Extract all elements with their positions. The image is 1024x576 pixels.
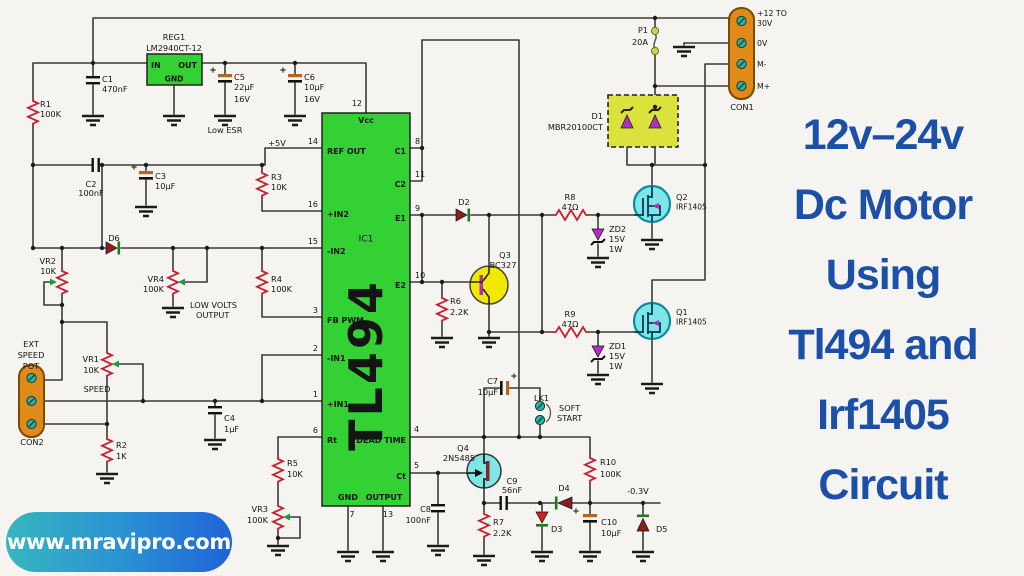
resistor-r9 (551, 326, 589, 338)
watermark-text: www.mravipro.com (7, 530, 231, 554)
mosfet-q2 (632, 184, 672, 224)
capacitor-c7 (500, 372, 518, 395)
transistor-q3 (469, 265, 509, 305)
capacitor-c10 (572, 507, 597, 523)
resistor-vr3 (272, 502, 284, 532)
title-line-1: 12v–24v (802, 111, 964, 159)
zener-zd2 (590, 228, 606, 246)
capacitors (86, 66, 597, 523)
capacitor-c4 (208, 406, 222, 415)
resistors (27, 97, 596, 540)
resistor-vr1 (101, 349, 113, 379)
mosfet-q1 (632, 301, 672, 341)
capacitor-c1 (86, 76, 100, 85)
zener-zd1 (590, 345, 606, 363)
title-line-3: Using (825, 251, 941, 299)
pot-wiper-arrows (50, 278, 290, 521)
capacitor-c3 (130, 163, 153, 180)
resistor-vr2 (56, 267, 68, 297)
resistor-r1 (27, 97, 39, 127)
watermark-link[interactable]: www.mravipro.com (6, 512, 232, 572)
capacitor-c6 (279, 66, 302, 83)
resistor-r7 (478, 510, 490, 540)
title-line-4: Tl494 and (788, 321, 978, 369)
diode-d6 (105, 241, 121, 255)
connector-con1 (728, 7, 755, 100)
diode-d3 (535, 511, 549, 527)
capacitor-c8 (431, 504, 445, 513)
resistor-r6 (436, 294, 448, 324)
resistor-r2 (101, 435, 113, 465)
resistor-r10 (584, 454, 596, 484)
connector-con2 (18, 364, 45, 438)
diodes (105, 208, 650, 532)
resistor-r4 (256, 267, 268, 297)
capacitor-c9 (499, 496, 508, 510)
link-lk1 (534, 400, 552, 426)
title-line-2: Dc Motor (793, 181, 973, 229)
junction-dots (30, 15, 708, 541)
diode-bridge-d1 (607, 94, 679, 148)
title-line-5: Irf1405 (817, 391, 950, 439)
diode-d2 (455, 208, 471, 222)
capacitor-c5 (209, 66, 232, 83)
fuse-p1 (650, 26, 660, 56)
resistor-vr4 (167, 267, 179, 297)
page-title: 12v–24v Dc Motor Using Tl494 and Irf1405… (742, 100, 1024, 520)
resistor-r3 (256, 169, 268, 199)
regulator-reg1 (146, 53, 203, 86)
ic-tl494 (321, 112, 411, 507)
diode-d4 (554, 496, 573, 510)
jfet-q4 (466, 453, 502, 489)
capacitor-c2 (91, 158, 100, 172)
resistor-r5 (272, 455, 284, 485)
title-line-6: Circuit (818, 461, 948, 509)
resistor-r8 (551, 209, 589, 221)
diode-d5 (636, 514, 650, 532)
